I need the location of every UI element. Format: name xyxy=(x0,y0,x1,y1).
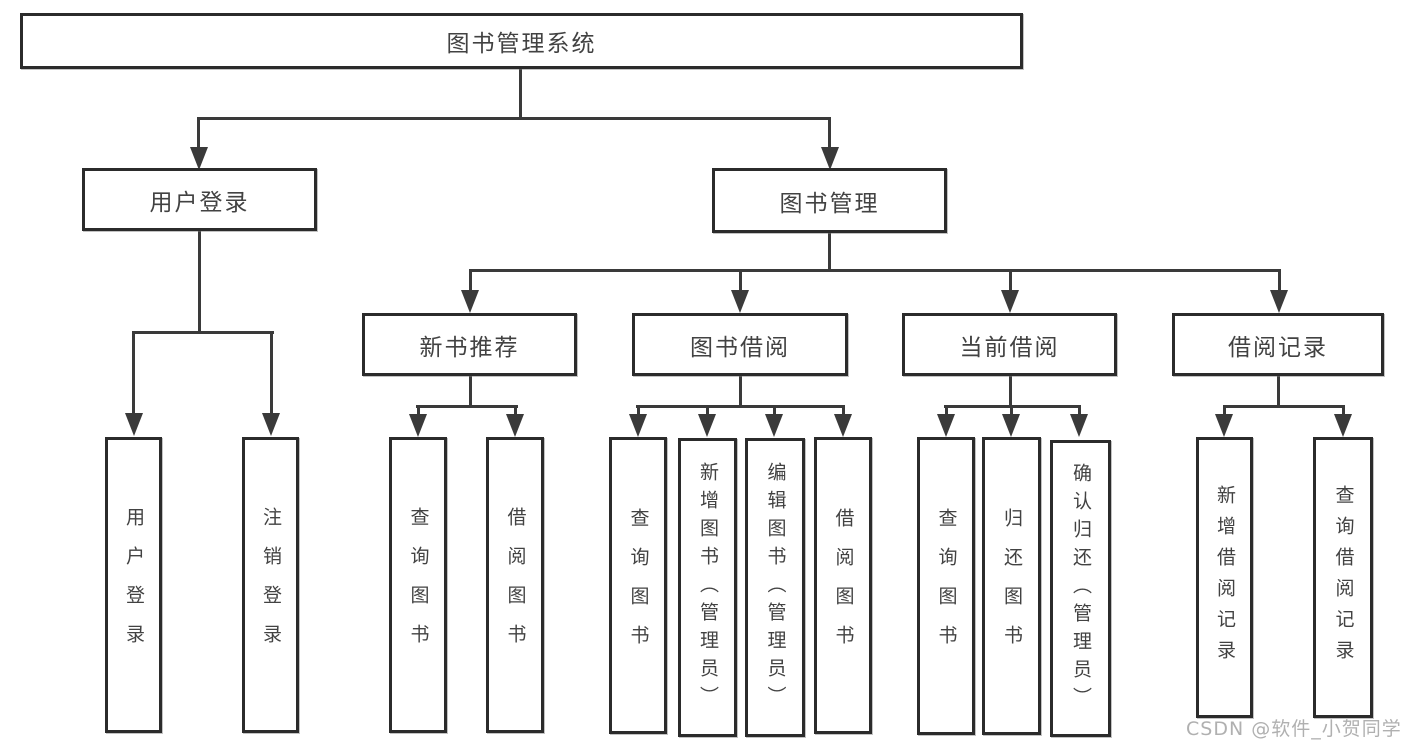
connector-line xyxy=(1223,405,1345,408)
connector-line xyxy=(828,117,831,149)
node-new-book-recommend: 新书推荐 xyxy=(362,313,577,376)
connector-line xyxy=(1009,376,1012,407)
node-book-borrow: 图书借阅 xyxy=(632,313,848,376)
node-label: 借阅图书 xyxy=(504,507,527,663)
connector-line xyxy=(1223,405,1226,415)
node-label: 图书管理 xyxy=(779,190,880,217)
connector-line xyxy=(270,331,273,413)
node-root-label: 图书管理系统 xyxy=(446,31,597,57)
connector-line xyxy=(739,376,742,407)
connector-line xyxy=(1278,269,1281,292)
connector-line xyxy=(416,405,518,408)
arrow-down-icon xyxy=(834,414,852,437)
node-label: 用户登录 xyxy=(149,189,250,216)
node-label: 查询图书 xyxy=(627,507,650,664)
node-br-query-borrow-record: 查询借阅记录 xyxy=(1313,437,1373,718)
arrow-down-icon xyxy=(1001,290,1019,313)
arrow-down-icon xyxy=(731,290,749,313)
node-label: 新书推荐 xyxy=(419,334,520,361)
connector-line xyxy=(1078,405,1081,415)
node-cb-query-book: 查询图书 xyxy=(917,437,975,735)
node-user-login-group: 用户登录 xyxy=(82,168,317,231)
arrow-down-icon xyxy=(506,414,524,437)
node-label: 新增图书（管理员） xyxy=(697,461,719,714)
connector-line xyxy=(842,405,845,415)
node-cb-confirm-return-admin: 确认归还（管理员） xyxy=(1050,440,1111,737)
arrow-down-icon xyxy=(190,147,208,170)
arrow-down-icon xyxy=(461,290,479,313)
node-nbr-borrow-book: 借阅图书 xyxy=(486,437,544,733)
connector-line xyxy=(1342,405,1345,415)
node-label: 归还图书 xyxy=(1001,508,1023,664)
node-nbr-query-book: 查询图书 xyxy=(389,437,447,733)
node-label: 用户登录 xyxy=(123,507,145,663)
arrow-down-icon xyxy=(262,413,280,436)
connector-line xyxy=(133,331,274,334)
arrow-down-icon xyxy=(409,414,427,437)
node-bb-add-book-admin: 新增图书（管理员） xyxy=(678,438,737,737)
connector-line xyxy=(828,233,831,272)
node-bb-borrow-book: 借阅图书 xyxy=(814,437,872,734)
connector-line xyxy=(519,69,522,118)
connector-line xyxy=(132,331,135,413)
node-label: 当前借阅 xyxy=(959,334,1060,361)
node-root: 图书管理系统 xyxy=(20,13,1023,69)
node-label: 查询借阅记录 xyxy=(1332,484,1355,671)
connector-line xyxy=(1009,269,1012,292)
connector-line xyxy=(197,117,200,149)
node-label: 借阅记录 xyxy=(1228,334,1328,361)
arrow-down-icon xyxy=(937,414,955,437)
arrow-down-icon xyxy=(1002,414,1020,437)
node-bb-edit-book-admin: 编辑图书（管理员） xyxy=(745,438,805,737)
arrow-down-icon xyxy=(698,414,716,437)
node-label: 编辑图书（管理员） xyxy=(764,461,787,714)
node-logout-login: 注销登录 xyxy=(242,437,299,733)
node-label: 图书借阅 xyxy=(690,334,790,361)
node-label: 确认归还（管理员） xyxy=(1070,462,1092,715)
connector-line xyxy=(469,376,472,407)
connector-line xyxy=(945,405,948,415)
node-label: 新增借阅记录 xyxy=(1214,484,1236,671)
node-bb-query-book: 查询图书 xyxy=(609,437,667,734)
connector-line xyxy=(739,269,742,292)
node-cb-return-book: 归还图书 xyxy=(982,437,1041,735)
node-label: 借阅图书 xyxy=(832,507,855,664)
node-user-login: 用户登录 xyxy=(105,437,162,733)
arrow-down-icon xyxy=(765,414,783,437)
connector-line xyxy=(1277,376,1280,407)
connector-line xyxy=(469,269,472,292)
arrow-down-icon xyxy=(1215,414,1233,437)
connector-line xyxy=(198,231,201,334)
csdn-watermark: CSDN @软件_小贺同学 xyxy=(1186,718,1402,740)
node-book-management: 图书管理 xyxy=(712,168,947,233)
node-label: 查询图书 xyxy=(935,508,958,664)
connector-line xyxy=(706,405,709,415)
node-borrow-records: 借阅记录 xyxy=(1172,313,1384,376)
connector-line xyxy=(637,405,640,415)
arrow-down-icon xyxy=(1334,414,1352,437)
arrow-down-icon xyxy=(1070,414,1088,437)
connector-line xyxy=(417,405,420,415)
connector-line xyxy=(1010,405,1013,415)
connector-line xyxy=(773,405,776,415)
node-br-add-borrow-record: 新增借阅记录 xyxy=(1196,437,1253,718)
connector-line xyxy=(469,269,1281,272)
arrow-down-icon xyxy=(1270,290,1288,313)
arrow-down-icon xyxy=(821,147,839,170)
connector-line xyxy=(636,405,844,408)
connector-line xyxy=(197,117,831,120)
arrow-down-icon xyxy=(125,413,143,436)
connector-line xyxy=(514,405,517,415)
node-current-borrow: 当前借阅 xyxy=(902,313,1117,376)
node-label: 查询图书 xyxy=(407,507,430,663)
arrow-down-icon xyxy=(629,414,647,437)
node-label: 注销登录 xyxy=(260,507,282,663)
